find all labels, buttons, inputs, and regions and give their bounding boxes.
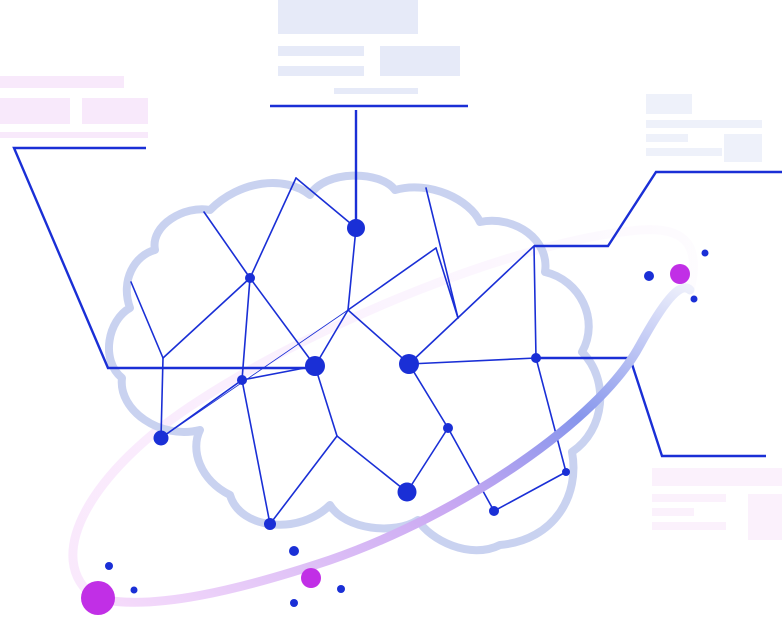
node <box>264 518 276 530</box>
node <box>153 430 169 446</box>
network-edges <box>130 177 567 525</box>
leader-left <box>12 146 315 370</box>
node <box>245 273 255 283</box>
leader-right-bottom <box>536 356 766 458</box>
planet-bottom-left <box>81 562 138 615</box>
node <box>489 506 499 516</box>
leader-right-top <box>534 170 782 248</box>
node <box>562 468 570 476</box>
node-bottom-hub <box>397 482 417 502</box>
node-top-hub <box>347 219 365 237</box>
node-center-right-hub <box>399 354 419 374</box>
node <box>237 375 247 385</box>
node <box>531 353 541 363</box>
node <box>443 423 453 433</box>
orbit-front-arc <box>91 283 695 607</box>
planet-bottom-center <box>289 546 345 607</box>
callout-leaders <box>12 104 782 458</box>
network-nodes <box>153 219 570 530</box>
planet-top-right <box>644 249 709 303</box>
orbit-back-arc <box>68 225 698 603</box>
node-center-hub <box>305 356 325 376</box>
